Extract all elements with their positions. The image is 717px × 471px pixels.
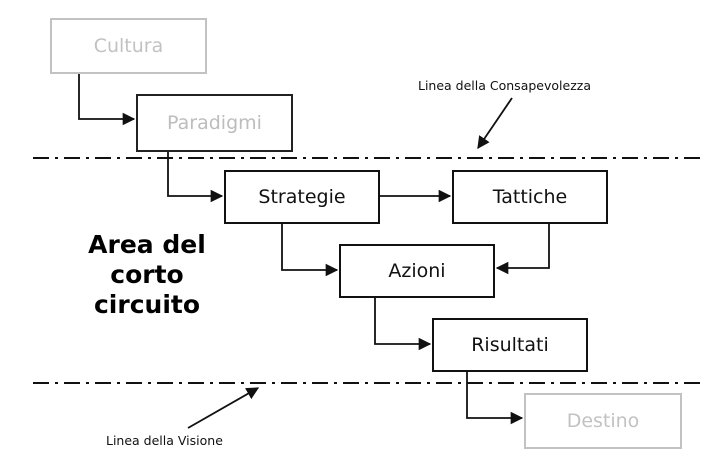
consapevolezza-label: Linea della Consapevolezza: [418, 78, 591, 93]
connector-azioni-risultati: [374, 298, 432, 351]
area-title-line-2: corto: [110, 260, 184, 289]
node-azioni: Azioni: [339, 244, 495, 298]
node-paradigmi: Paradigmi: [136, 94, 293, 152]
node-tattiche: Tattiche: [452, 170, 608, 224]
area-title-line-1: Area del: [88, 230, 206, 259]
node-destino: Destino: [524, 393, 682, 449]
connector-paradigmi-strategie: [167, 152, 224, 203]
node-strategie: Strategie: [224, 170, 380, 224]
connector-cultura-paradigmi: [78, 74, 136, 126]
connector-tattiche-azioni: [495, 224, 550, 275]
node-risultati: Risultati: [432, 318, 588, 372]
visione-pointer-arrow: [187, 387, 260, 429]
visione-label: Linea della Visione: [106, 433, 223, 448]
area-title-line-3: circuito: [93, 290, 201, 319]
connector-strategie-azioni: [281, 224, 339, 277]
consapevolezza-pointer-arrow: [477, 97, 513, 150]
node-cultura: Cultura: [50, 18, 207, 74]
area-title: Area del corto circuito: [62, 230, 232, 320]
connector-risultati-destino: [466, 372, 524, 425]
